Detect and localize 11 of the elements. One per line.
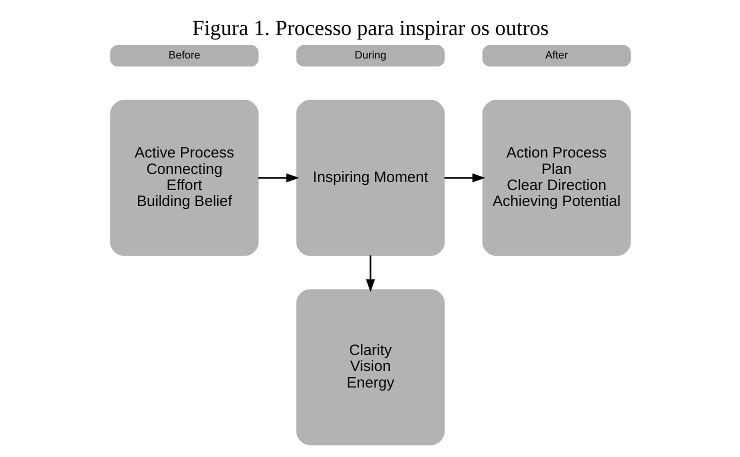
node-box: After [482,44,630,66]
node-box: Clarity Vision Energy [296,288,444,445]
arrow [365,254,375,292]
node-box: Before [110,44,258,66]
node-box: Active Process Connecting Effort Building Belief [110,99,258,256]
node-box: During [296,44,444,66]
node-box: Inspiring Moment [296,99,444,256]
arrow [444,172,485,182]
diagram-title: Figura 1. Processo para inspirar os outros [192,15,548,40]
arrow [258,172,299,182]
node-box: Action Process Plan Clear Direction Achieving Potential [482,99,630,256]
